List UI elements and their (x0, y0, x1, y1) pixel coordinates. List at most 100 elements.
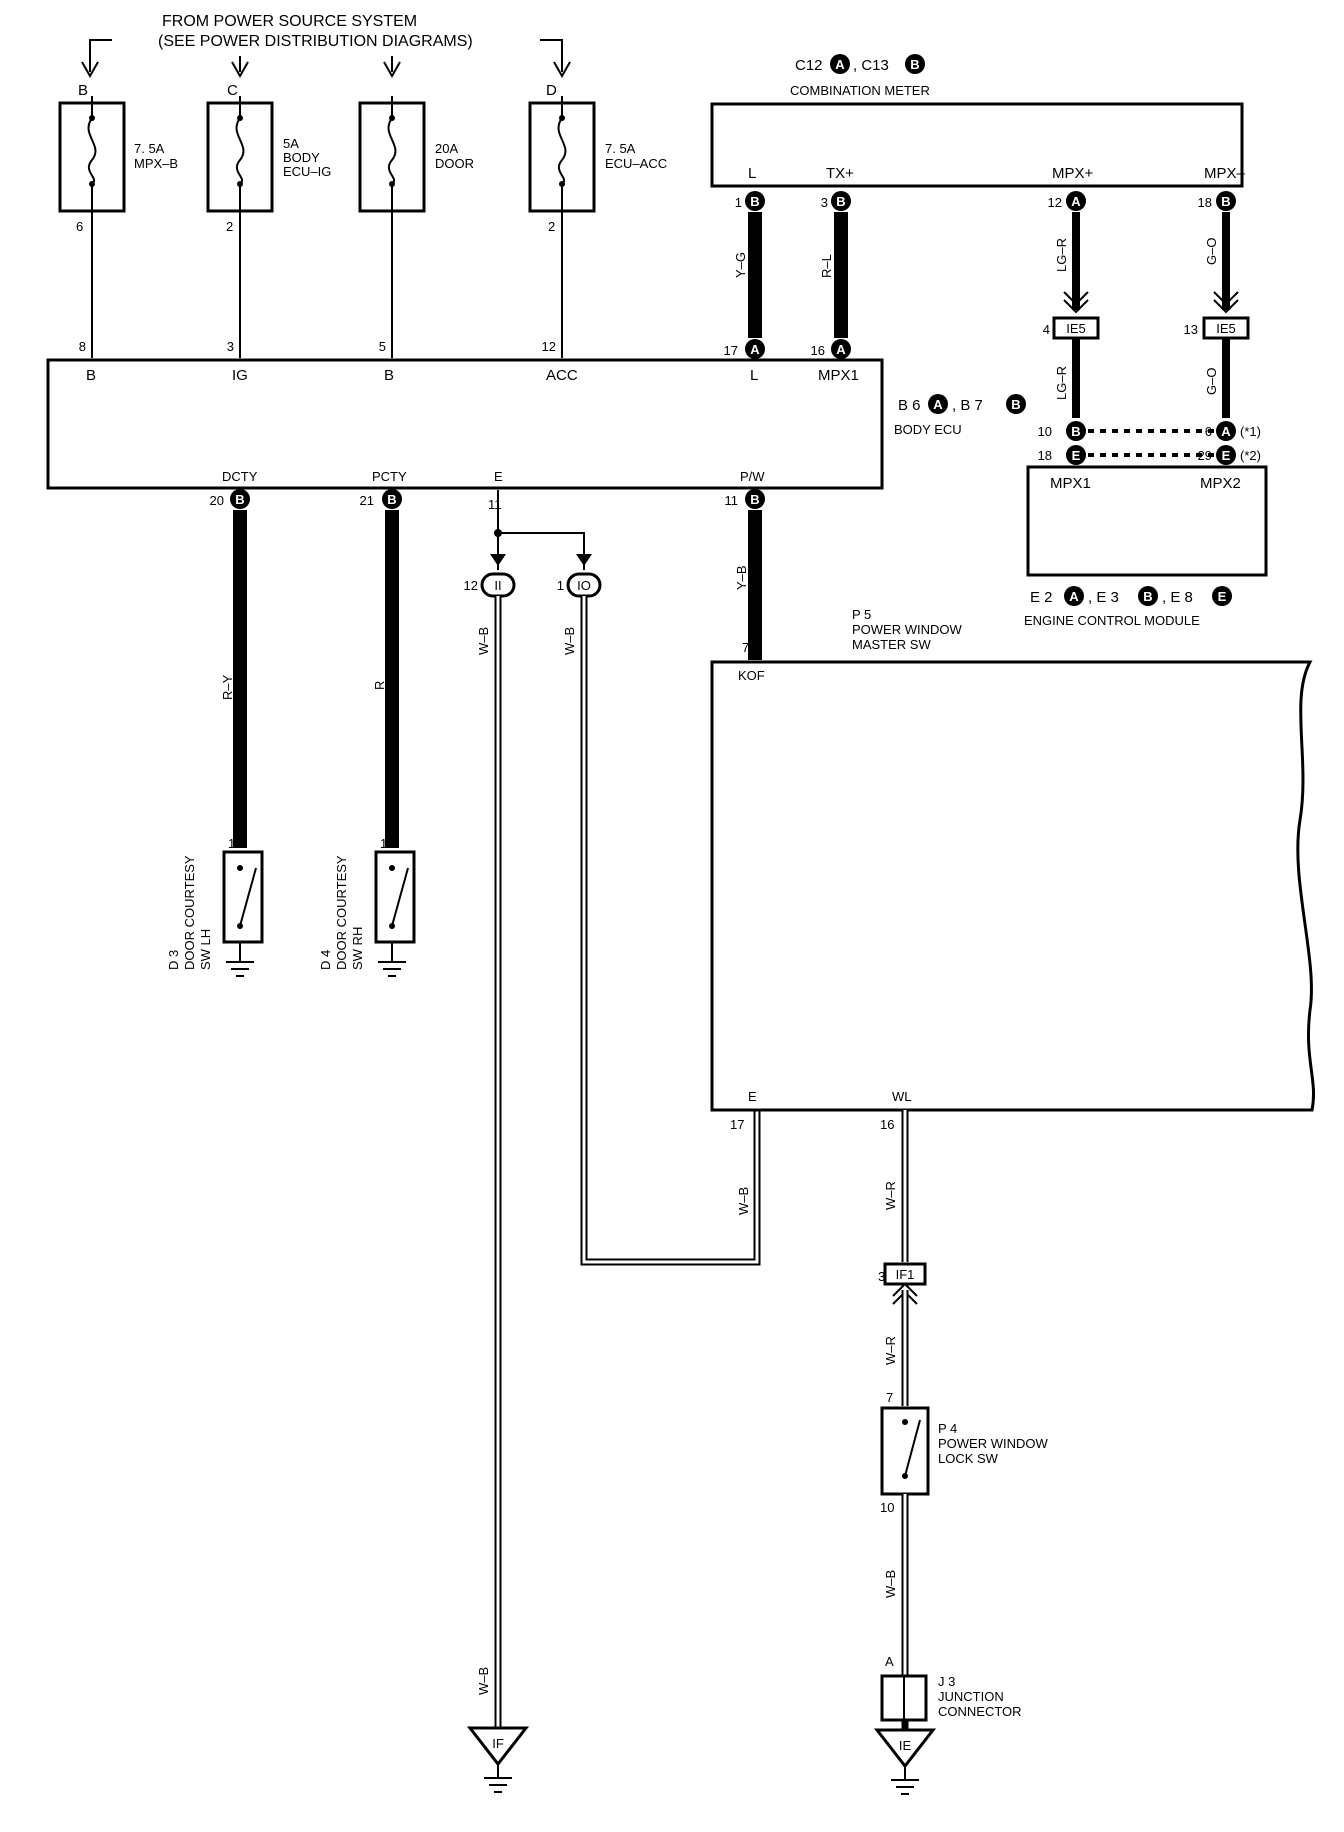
svg-text:(*1): (*1) (1240, 424, 1261, 439)
svg-text:POWER WINDOW: POWER WINDOW (852, 622, 962, 637)
svg-text:J 3: J 3 (938, 1674, 955, 1689)
svg-text:P 4: P 4 (938, 1421, 957, 1436)
ground-if: IF (466, 1726, 530, 1793)
svg-text:18: 18 (1038, 448, 1052, 463)
svg-text:IE5: IE5 (1066, 321, 1086, 336)
svg-text:IF: IF (492, 1736, 504, 1751)
svg-text:DCTY: DCTY (222, 469, 258, 484)
svg-text:11: 11 (488, 497, 502, 512)
svg-text:R: R (372, 681, 387, 690)
fuse-body-ecu-ig: C 5A BODY ECU–IG 2 (206, 82, 331, 240)
svg-text:A: A (835, 57, 845, 72)
svg-text:A: A (836, 342, 846, 357)
svg-text:, E 3: , E 3 (1088, 589, 1119, 606)
svg-text:B: B (86, 367, 96, 384)
fuse-name: MPX–B (134, 156, 178, 171)
junction-connector: A J 3 JUNCTION CONNECTOR (880, 1654, 1022, 1730)
svg-text:ECU–IG: ECU–IG (283, 164, 331, 179)
svg-text:2: 2 (226, 219, 233, 234)
wire-wb-to-if: W–B W–B (476, 596, 502, 1728)
svg-text:7: 7 (886, 1390, 893, 1405)
svg-text:E: E (748, 1089, 757, 1104)
fuse-ecu-acc: D 7. 5A ECU–ACC 2 (528, 82, 667, 240)
svg-text:G–O: G–O (1204, 238, 1219, 265)
svg-text:Y–B: Y–B (734, 565, 749, 590)
svg-text:E: E (1072, 448, 1081, 463)
ecm-name: ENGINE CONTROL MODULE (1024, 613, 1200, 628)
svg-text:IG: IG (232, 367, 248, 384)
svg-text:E: E (1218, 589, 1227, 604)
svg-text:LG–R: LG–R (1054, 238, 1069, 272)
svg-text:MPX1: MPX1 (818, 367, 859, 384)
door-courtesy-sw-lh: 1 D 3 DOOR COURTESY SW LH (166, 836, 264, 977)
svg-text:B: B (750, 194, 759, 209)
svg-text:B: B (1221, 194, 1230, 209)
svg-text:10: 10 (1038, 424, 1052, 439)
svg-text:E: E (1222, 448, 1231, 463)
fuse-letter: B (78, 82, 88, 99)
svg-text:D 3: D 3 (166, 950, 181, 970)
svg-text:1: 1 (228, 836, 235, 851)
svg-text:G–O: G–O (1204, 368, 1219, 395)
svg-text:LG–R: LG–R (1054, 366, 1069, 400)
svg-text:B 6: B 6 (898, 397, 921, 414)
svg-text:CONNECTOR: CONNECTOR (938, 1704, 1022, 1719)
svg-text:B: B (387, 492, 396, 507)
svg-text:POWER WINDOW: POWER WINDOW (938, 1436, 1048, 1451)
svg-text:IE: IE (899, 1738, 912, 1753)
svg-text:B: B (750, 492, 759, 507)
svg-text:B: B (836, 194, 845, 209)
meter-wires: Y–G R–L LG–R G–O (733, 212, 1239, 338)
svg-text:5: 5 (379, 339, 386, 354)
body-ecu: 8 3 5 12 17 A 16 A B IG B ACC L MPX1 B 6… (46, 339, 1026, 512)
combination-meter: C12 A , C13 B COMBINATION METER L TX+ MP… (710, 54, 1246, 211)
svg-text:WL: WL (892, 1089, 912, 1104)
wire-lock-to-junction: W–B (883, 1494, 909, 1676)
ground-ie: IE (873, 1728, 937, 1795)
svg-text:12: 12 (542, 339, 556, 354)
fuse-amp: 7. 5A (134, 141, 165, 156)
svg-text:JUNCTION: JUNCTION (938, 1689, 1004, 1704)
svg-text:IO: IO (577, 578, 591, 593)
svg-text:MPX1: MPX1 (1050, 475, 1091, 492)
svg-text:11: 11 (725, 493, 739, 508)
wire-io-to-master-e: W–B W–B (562, 596, 761, 1266)
svg-text:17: 17 (730, 1117, 744, 1132)
svg-text:B: B (910, 57, 919, 72)
svg-text:A: A (1221, 424, 1231, 439)
svg-text:16: 16 (811, 343, 825, 358)
svg-text:PCTY: PCTY (372, 469, 407, 484)
svg-text:2: 2 (548, 219, 555, 234)
svg-text:13: 13 (1184, 322, 1198, 337)
svg-text:W–R: W–R (883, 1336, 898, 1365)
svg-text:W–R: W–R (883, 1181, 898, 1210)
svg-text:5A: 5A (283, 136, 299, 151)
svg-text:A: A (933, 397, 943, 412)
svg-text:MPX–: MPX– (1204, 165, 1246, 182)
svg-text:DOOR COURTESY: DOOR COURTESY (182, 855, 197, 970)
svg-text:8: 8 (79, 339, 86, 354)
door-courtesy-sw-rh: 1 D 4 DOOR COURTESY SW RH (318, 836, 416, 977)
ie5-connector: 4 IE5 13 IE5 LG–R G–O (1043, 316, 1250, 418)
svg-text:B: B (384, 367, 394, 384)
power-window-master-sw: P 5 POWER WINDOW MASTER SW 7 KOF E WL 17… (710, 607, 1316, 1132)
svg-text:DOOR: DOOR (435, 156, 474, 171)
svg-text:MPX+: MPX+ (1052, 165, 1094, 182)
fuse-door: 20A DOOR (358, 96, 474, 240)
svg-text:1: 1 (380, 836, 387, 851)
svg-text:R–Y: R–Y (220, 674, 235, 700)
svg-text:ACC: ACC (546, 367, 578, 384)
svg-text:W–B: W–B (476, 627, 491, 655)
wire-pw-to-kof: Y–B (734, 510, 762, 660)
power-source-arrows (81, 39, 571, 79)
svg-text:3: 3 (878, 1269, 885, 1284)
fuse-wires (91, 211, 563, 358)
meter-code-1: C12 (795, 57, 823, 74)
svg-text:B: B (1143, 589, 1152, 604)
svg-text:IF1: IF1 (896, 1267, 915, 1282)
svg-text:A: A (885, 1654, 894, 1669)
svg-text:1: 1 (557, 578, 564, 593)
svg-text:II: II (494, 578, 501, 593)
fuse-mpx-b: B 7. 5A MPX–B 6 (58, 82, 178, 240)
